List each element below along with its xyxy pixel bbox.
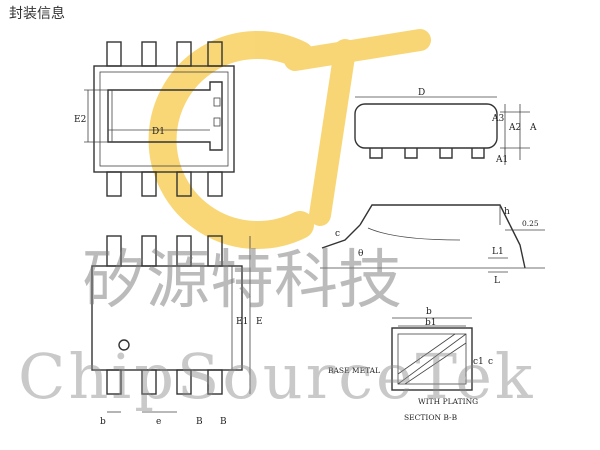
label-base-metal: BASE METAL [328, 366, 380, 375]
label-b-section-right: B [220, 417, 227, 427]
top-view-exposed-pad: E2 D1 [74, 41, 235, 197]
label-with-plating: WITH PLATING [418, 397, 478, 406]
label-e2: E2 [74, 115, 86, 125]
label-a1: A1 [495, 155, 508, 165]
side-view: D A3 A2 A A1 [354, 88, 537, 165]
label-e-width: E [256, 317, 263, 327]
label-a: A [529, 123, 537, 133]
label-l: L [494, 276, 500, 286]
watermark-chinese: 矽源特科技 [82, 244, 402, 318]
logo-watermark [148, 29, 431, 249]
top-view-package: E1 E b e B B [91, 235, 263, 427]
label-b-section-left: B [196, 417, 203, 427]
label-section: SECTION B-B [404, 413, 458, 422]
label-gauge: 0.25 [522, 219, 539, 228]
label-b-section: b [426, 307, 432, 317]
label-b1: b1 [425, 318, 437, 328]
label-a2: A2 [508, 123, 521, 133]
label-d: D [418, 88, 425, 98]
lead-detail: c θ h 0.25 L1 L [320, 204, 545, 286]
label-e1: E1 [236, 317, 248, 327]
label-l1: L1 [492, 247, 504, 257]
label-c-section: c [488, 357, 493, 367]
watermark-english: ChipSourceTek [18, 340, 535, 413]
page-title: 封装信息 [9, 6, 65, 22]
label-theta: θ [358, 249, 363, 259]
label-d1: D1 [152, 127, 165, 137]
label-c-lead: c [335, 229, 340, 239]
label-e-pitch: e [156, 417, 161, 427]
label-b: b [100, 417, 106, 427]
label-a3: A3 [491, 114, 504, 124]
label-h: h [504, 207, 510, 217]
section-b-b: b b1 c1 c BASE METAL WITH PLATING SECTIO… [328, 307, 493, 422]
label-c1: c1 [473, 357, 484, 367]
